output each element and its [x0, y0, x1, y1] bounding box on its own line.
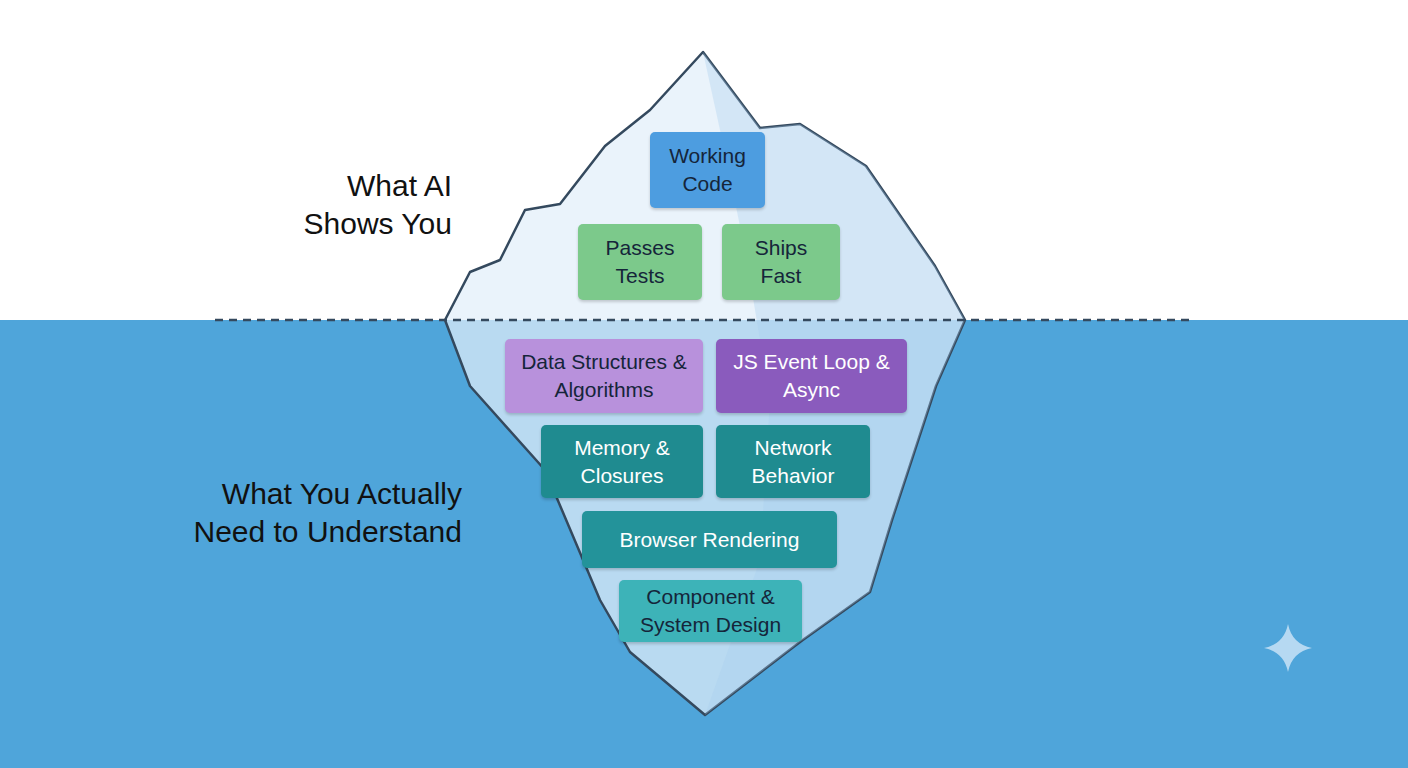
- topic-box: Ships Fast: [722, 224, 840, 300]
- topic-text: Passes Tests: [600, 234, 680, 289]
- iceberg: [445, 52, 965, 715]
- topic-box: Memory & Closures: [541, 425, 703, 498]
- topic-box: Network Behavior: [716, 425, 870, 498]
- topic-text: JS Event Loop & Async: [732, 348, 892, 403]
- topic-text: Network Behavior: [743, 434, 843, 489]
- topic-text: Ships Fast: [746, 234, 816, 289]
- section-label: What You Actually Need to Understand: [150, 475, 462, 551]
- sparkle: [1264, 624, 1312, 672]
- waterline: [215, 319, 1195, 322]
- topic-box: Data Structures & Algorithms: [505, 339, 703, 413]
- topic-box: Passes Tests: [578, 224, 702, 300]
- topic-box: JS Event Loop & Async: [716, 339, 907, 413]
- topic-text: Memory & Closures: [560, 434, 685, 489]
- topic-text: Browser Rendering: [590, 526, 830, 554]
- topic-box: Working Code: [650, 132, 765, 208]
- topic-text: Component & System Design: [628, 583, 793, 638]
- topic-text: Data Structures & Algorithms: [519, 348, 689, 403]
- topic-box: Browser Rendering: [582, 511, 837, 568]
- topic-box: Component & System Design: [619, 580, 802, 642]
- topic-text: Working Code: [660, 142, 755, 197]
- section-label: What AI Shows You: [267, 167, 452, 243]
